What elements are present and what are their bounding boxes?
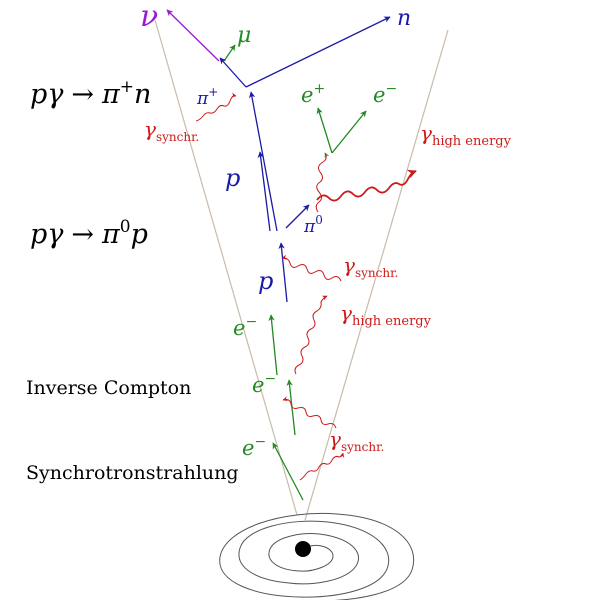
pi-plus-arrow bbox=[219, 57, 247, 88]
particle-tracks bbox=[166, 9, 391, 501]
photon-high-energy-mid bbox=[294, 295, 328, 375]
jet-cone-left-edge bbox=[154, 19, 298, 516]
proton-mid-arrow bbox=[257, 151, 271, 232]
electron-lower-arrow bbox=[272, 442, 304, 501]
label-gamma-synchr-lower: γsynchr. bbox=[329, 427, 384, 454]
electron-upper-arrow bbox=[268, 314, 278, 376]
mu-arrow bbox=[223, 44, 236, 62]
label-pi-plus: π+ bbox=[196, 85, 218, 109]
label-gamma-high-energy-top: γhigh energy bbox=[420, 121, 512, 149]
positron-arrow bbox=[316, 107, 333, 154]
accretion-spiral bbox=[219, 512, 414, 600]
photon-synchr-bottom bbox=[299, 452, 345, 481]
photon-synchr-lower bbox=[282, 396, 337, 429]
label-positron: e+ bbox=[301, 81, 325, 107]
photons bbox=[195, 92, 417, 481]
photon-synchr-top bbox=[195, 92, 237, 122]
process-labels: Inverse Compton Synchrotronstrahlung bbox=[26, 377, 239, 484]
label-electron-top: e− bbox=[373, 81, 397, 107]
particle-labels: ν μ n π+ e+ e− p π0 p e− e− e− bbox=[140, 0, 411, 460]
electron-arrow bbox=[331, 110, 367, 154]
jet-cone bbox=[154, 19, 449, 521]
reaction-charged-pion: pγ→π+n bbox=[30, 77, 151, 110]
label-neutron: n bbox=[397, 6, 411, 31]
proton-lower-arrow bbox=[278, 242, 288, 303]
reaction-neutral-pion: pγ→π0p bbox=[30, 217, 148, 250]
reactions: pγ→π+n pγ→π0p bbox=[30, 77, 151, 250]
label-synchrotron: Synchrotronstrahlung bbox=[26, 462, 239, 484]
label-gamma-synchr-top: γsynchr. bbox=[144, 117, 199, 144]
label-inverse-compton: Inverse Compton bbox=[26, 377, 191, 399]
label-electron-3: e− bbox=[242, 434, 266, 460]
label-electron-2: e− bbox=[252, 371, 276, 397]
photon-synchr-mid bbox=[281, 254, 342, 282]
neutron-arrow bbox=[245, 16, 391, 88]
label-pi-zero: π0 bbox=[303, 213, 323, 237]
label-nu: ν bbox=[140, 0, 158, 34]
label-gamma-high-energy-mid: γhigh energy bbox=[340, 301, 432, 329]
proton-upper-arrow bbox=[248, 91, 278, 232]
label-proton-lower: p bbox=[258, 267, 273, 295]
label-mu: μ bbox=[237, 23, 251, 48]
photon-high-energy-top bbox=[316, 169, 417, 202]
photon-labels: γsynchr. γhigh energy γsynchr. γhigh ene… bbox=[144, 117, 512, 454]
label-proton-upper: p bbox=[225, 164, 240, 192]
pi-zero-arrow bbox=[285, 204, 310, 229]
label-electron-1: e− bbox=[233, 314, 257, 340]
label-gamma-synchr-mid: γsynchr. bbox=[343, 253, 398, 280]
accretion-disk bbox=[219, 512, 414, 600]
nu-arrow bbox=[166, 9, 220, 62]
photon-pi-zero-decay bbox=[315, 152, 330, 213]
jet-cone-right-edge bbox=[304, 29, 449, 521]
black-hole bbox=[295, 541, 311, 557]
